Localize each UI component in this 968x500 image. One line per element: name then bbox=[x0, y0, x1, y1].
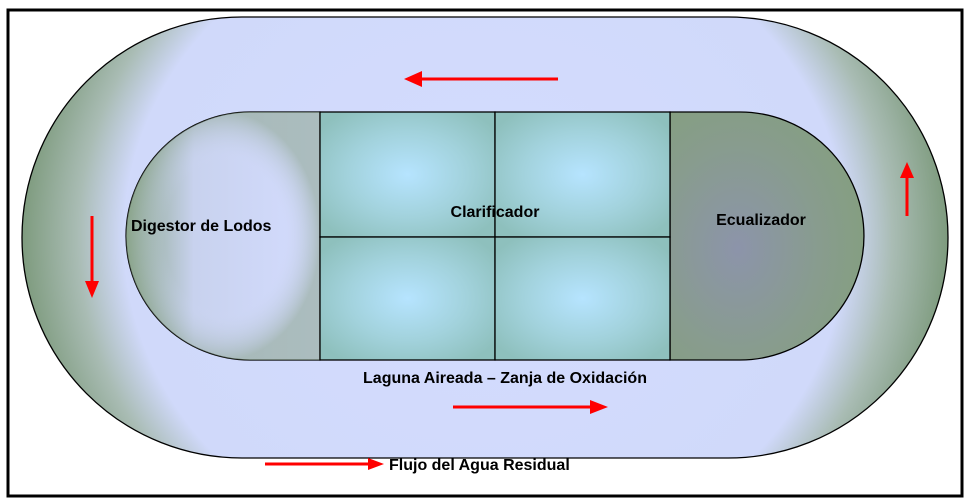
flow-arrow-left bbox=[85, 216, 99, 298]
label-laguna: Laguna Aireada – Zanja de Oxidación bbox=[363, 370, 647, 387]
label-digestor: Digestor de Lodos bbox=[131, 218, 272, 235]
clarifier-cell bbox=[494, 236, 671, 361]
equalizer-tank bbox=[669, 111, 865, 361]
label-ecualizador: Ecualizador bbox=[716, 212, 806, 229]
label-clarificador: Clarificador bbox=[451, 204, 540, 221]
legend-arrow bbox=[265, 458, 384, 470]
flow-arrow-top bbox=[404, 71, 558, 87]
clarifier-cell bbox=[319, 111, 496, 238]
clarifier-cell bbox=[319, 236, 496, 361]
flow-arrow-bottom bbox=[453, 400, 608, 414]
digestor-shade bbox=[126, 112, 320, 360]
legend-label: Flujo del Agua Residual bbox=[389, 457, 570, 474]
flow-arrow-right bbox=[900, 162, 914, 216]
